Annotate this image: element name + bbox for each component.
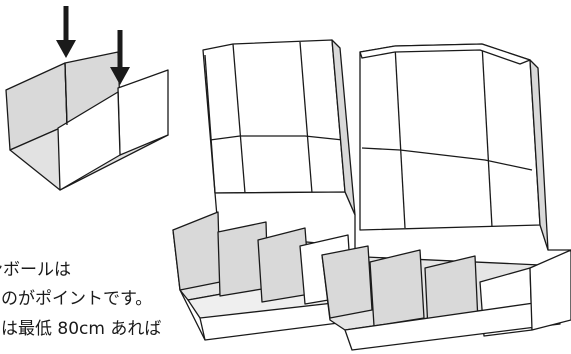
- caption-line-3: さは最低 80cm あれば: [0, 319, 162, 339]
- tray-front-wall: [344, 299, 561, 351]
- divider-card: [172, 211, 221, 291]
- rack-left-upper-panel: [202, 39, 346, 194]
- caption-line-2: むのがポイントです。: [0, 289, 153, 309]
- small-box-right-panel: [117, 69, 169, 156]
- down-arrow-icon: [56, 6, 76, 58]
- down-arrow-icon: [110, 30, 130, 85]
- tray-side-wall: [529, 249, 571, 331]
- small-box-front-panel: [57, 91, 121, 191]
- large-rack-right: [359, 43, 549, 251]
- small-box-diagram: [5, 51, 169, 191]
- rack-right-upper-panel: [359, 43, 541, 231]
- divider-card: [321, 245, 373, 319]
- divider-card: [369, 249, 425, 327]
- tray-row-right: [321, 245, 571, 351]
- large-rack-left: [202, 39, 356, 253]
- caption-line-1: ンボールは: [0, 260, 71, 280]
- rack-right-top-lip: [359, 43, 531, 65]
- tray-row-left: [172, 211, 363, 341]
